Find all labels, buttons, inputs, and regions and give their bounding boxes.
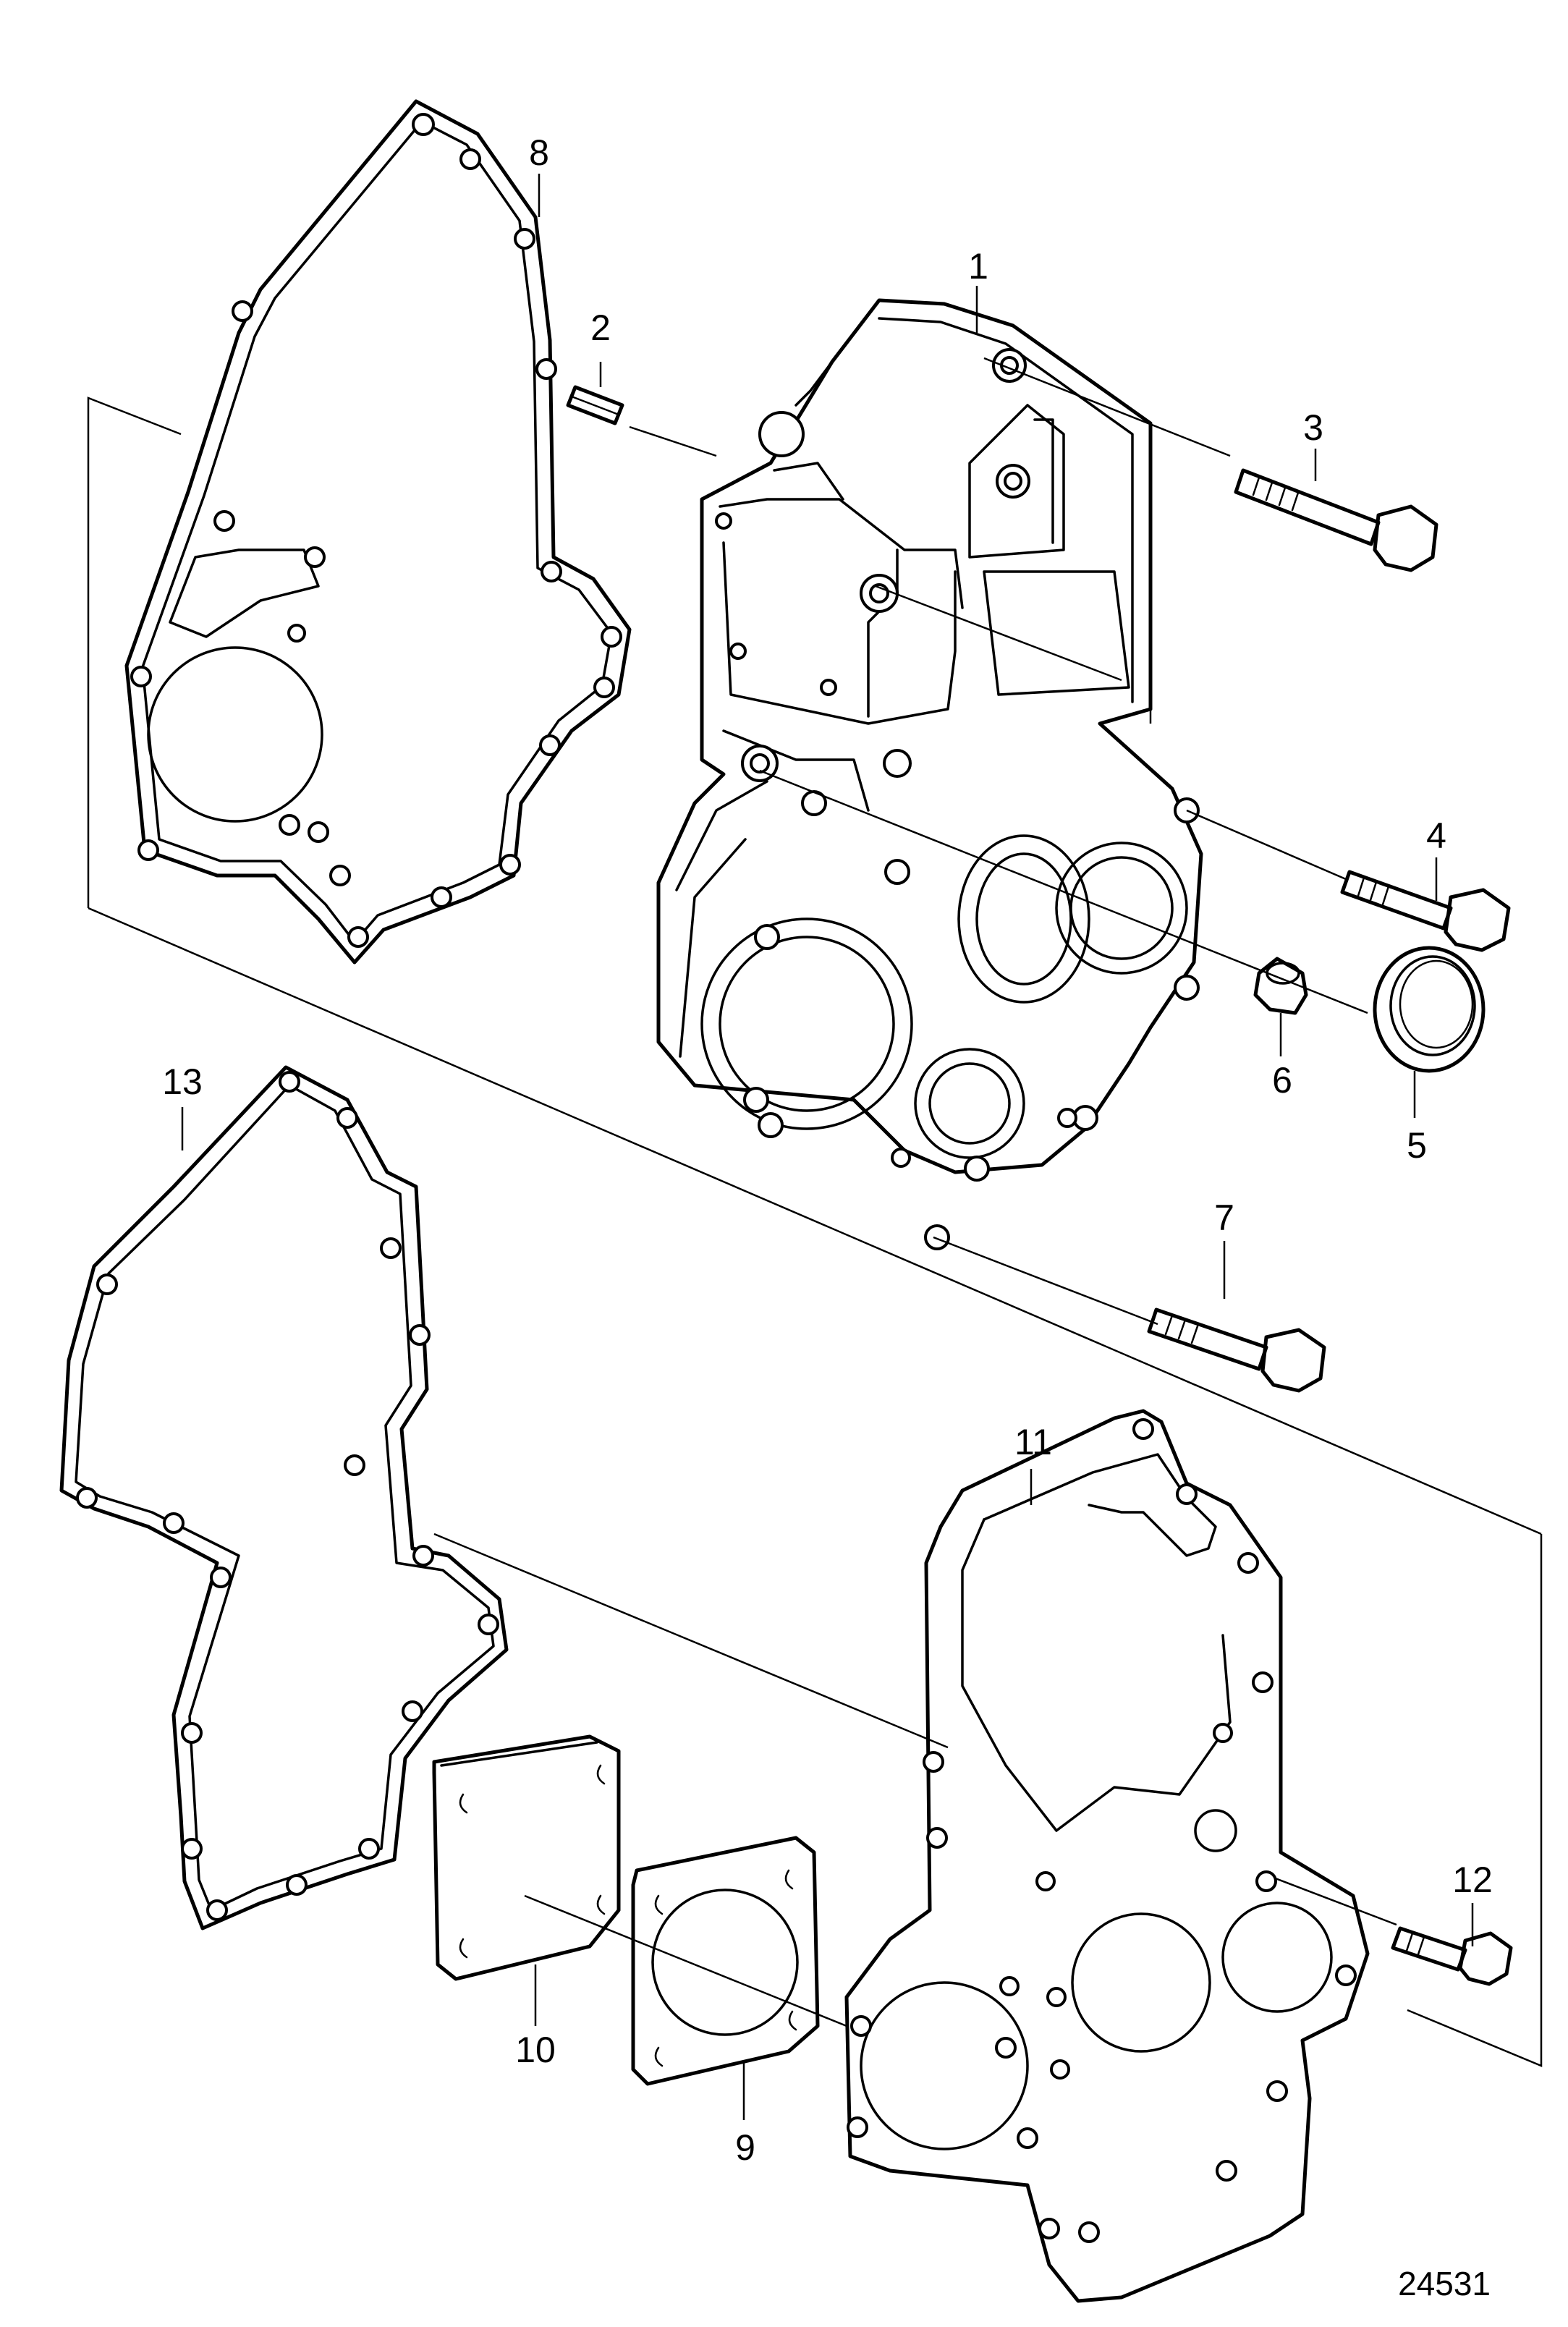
gasket-13 bbox=[59, 1065, 509, 1930]
bolt-7 bbox=[1147, 1307, 1326, 1393]
label-part-13: 13 bbox=[162, 1061, 203, 1102]
bolt-4 bbox=[1340, 870, 1511, 952]
cover-gasket-9 bbox=[631, 1836, 820, 2086]
seal-ring-5 bbox=[1373, 946, 1486, 1073]
dowel-pin-2 bbox=[566, 385, 717, 457]
bolt-3 bbox=[1234, 468, 1438, 572]
assembly-frame bbox=[87, 397, 1543, 2067]
label-part-8: 8 bbox=[529, 132, 549, 173]
label-part-4: 4 bbox=[1426, 815, 1446, 856]
part-labels: 1 2 3 4 5 6 7 8 9 10 11 12 13 bbox=[162, 132, 1493, 2168]
label-part-5: 5 bbox=[1407, 1125, 1427, 1166]
sleeve-6 bbox=[1253, 957, 1308, 1015]
cover-plate-10 bbox=[432, 1734, 621, 1981]
drawing-reference-number: 24531 bbox=[1398, 2265, 1491, 2302]
backing-plate-11 bbox=[844, 1409, 1370, 2303]
label-ticks bbox=[181, 174, 1474, 2120]
label-part-3: 3 bbox=[1303, 407, 1323, 448]
label-part-12: 12 bbox=[1452, 1860, 1493, 1900]
label-part-2: 2 bbox=[590, 308, 611, 348]
label-part-11: 11 bbox=[1014, 1422, 1052, 1462]
label-part-6: 6 bbox=[1272, 1060, 1292, 1101]
label-part-1: 1 bbox=[968, 246, 988, 287]
label-part-9: 9 bbox=[735, 2127, 755, 2168]
part-leaders bbox=[433, 357, 1397, 2027]
label-part-7: 7 bbox=[1214, 1198, 1234, 1238]
timing-housing-1 bbox=[656, 298, 1203, 1250]
label-part-10: 10 bbox=[515, 2030, 556, 2070]
bolt-12 bbox=[1391, 1926, 1513, 1986]
gasket-8 bbox=[124, 99, 632, 965]
